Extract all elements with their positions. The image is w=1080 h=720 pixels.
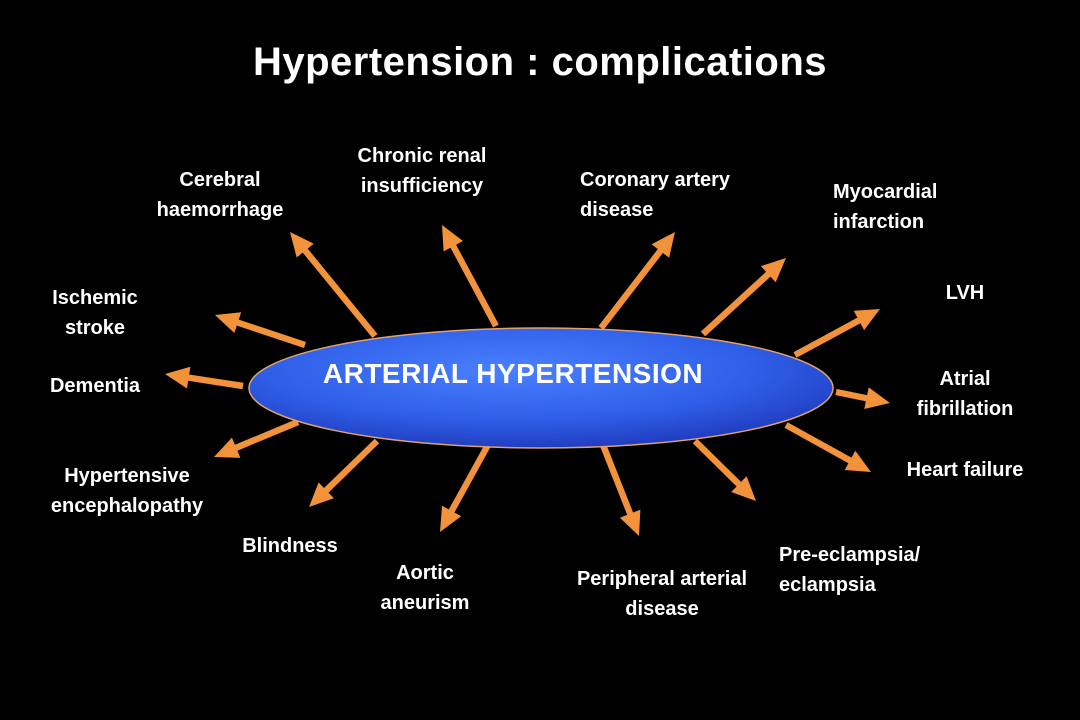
label-cerebral-haemorrhage: Cerebral haemorrhage [156, 169, 284, 221]
arrow-dementia [165, 366, 244, 390]
center-ellipse-group [248, 327, 834, 449]
label-blindness: Blindness [242, 535, 338, 557]
arrow-coronary-artery-disease [598, 232, 675, 330]
arrow-lvh [793, 309, 880, 358]
label-atrial-fibrillation: Atrial fibrillation [916, 368, 1014, 420]
arrow-blindness [309, 438, 380, 507]
arrow-peripheral-arterial-disease [600, 443, 641, 536]
arrow-hypertensive-encephalopathy [214, 419, 300, 458]
arrow-ischemic-stroke [215, 312, 306, 348]
label-lvh: LVH [945, 282, 985, 304]
arrow-pre-eclampsia [692, 438, 756, 501]
label-myocardial-infarction: Myocardial infarction [833, 181, 938, 233]
label-hypertensive-encephalopathy: Hypertensive encephalopathy [50, 465, 204, 517]
center-label: ARTERIAL HYPERTENSION [322, 358, 704, 389]
arrow-aortic-aneurism [440, 443, 491, 532]
label-dementia: Dementia [49, 375, 141, 397]
arrow-chronic-renal-insufficiency [442, 225, 499, 328]
label-ischemic-stroke: Ischemic stroke [52, 287, 138, 339]
arrow-atrial-fibrillation [835, 387, 890, 409]
page-title: Hypertension : complications [252, 40, 828, 84]
label-aortic-aneurism: Aortic aneurism [380, 562, 470, 614]
label-coronary-artery-disease: Coronary artery disease [580, 169, 731, 221]
label-chronic-renal-insufficiency: Chronic renal insufficiency [357, 145, 487, 197]
center-ellipse [248, 327, 834, 449]
label-heart-failure: Heart failure [906, 459, 1024, 481]
arrow-myocardial-infarction [700, 258, 786, 337]
arrow-group [165, 225, 890, 536]
arrow-heart-failure [784, 422, 871, 472]
label-pre-eclampsia: Pre-eclampsia/ eclampsia [779, 544, 921, 596]
arrow-cerebral-haemorrhage [290, 232, 378, 338]
label-peripheral-arterial-disease: Peripheral arterial disease [576, 568, 748, 620]
